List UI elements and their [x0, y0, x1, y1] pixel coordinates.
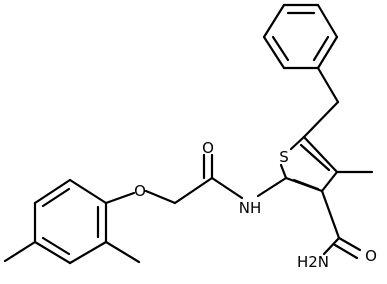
nh-carbonyl-bond [210, 176, 244, 200]
carboxamide-co-bond-2 [333, 243, 359, 260]
ch2-bond [173, 176, 214, 205]
benzyl-ch2-bond-a [316, 66, 340, 104]
o-aryl-bond [104, 191, 136, 205]
ether-oxygen-label: O [134, 182, 146, 200]
amine-nh2-label: H2N [297, 253, 329, 271]
benzyl-phenyl-ring [262, 3, 339, 70]
carboxamide-c-bond [320, 189, 341, 240]
thiophene-sulfur-label: S [279, 148, 289, 166]
amide-nh-label: NH [239, 199, 262, 217]
carboxamide-cn-bond [322, 236, 341, 256]
dimethylphenyl-ring [33, 178, 108, 265]
ch2-o-bond [144, 189, 177, 205]
thiophene-ring [279, 135, 339, 193]
carbonyl-oxygen-label: O [202, 139, 214, 157]
carboxamide-co-bond-1 [337, 236, 362, 252]
benzyl-ch2-bond-b [302, 100, 340, 139]
amide-oxygen-label: O [365, 247, 377, 265]
aryl-methyl-4-bond [3, 240, 37, 263]
ring-nh-bond [256, 176, 288, 198]
aryl-methyl-2-bond [104, 240, 141, 264]
